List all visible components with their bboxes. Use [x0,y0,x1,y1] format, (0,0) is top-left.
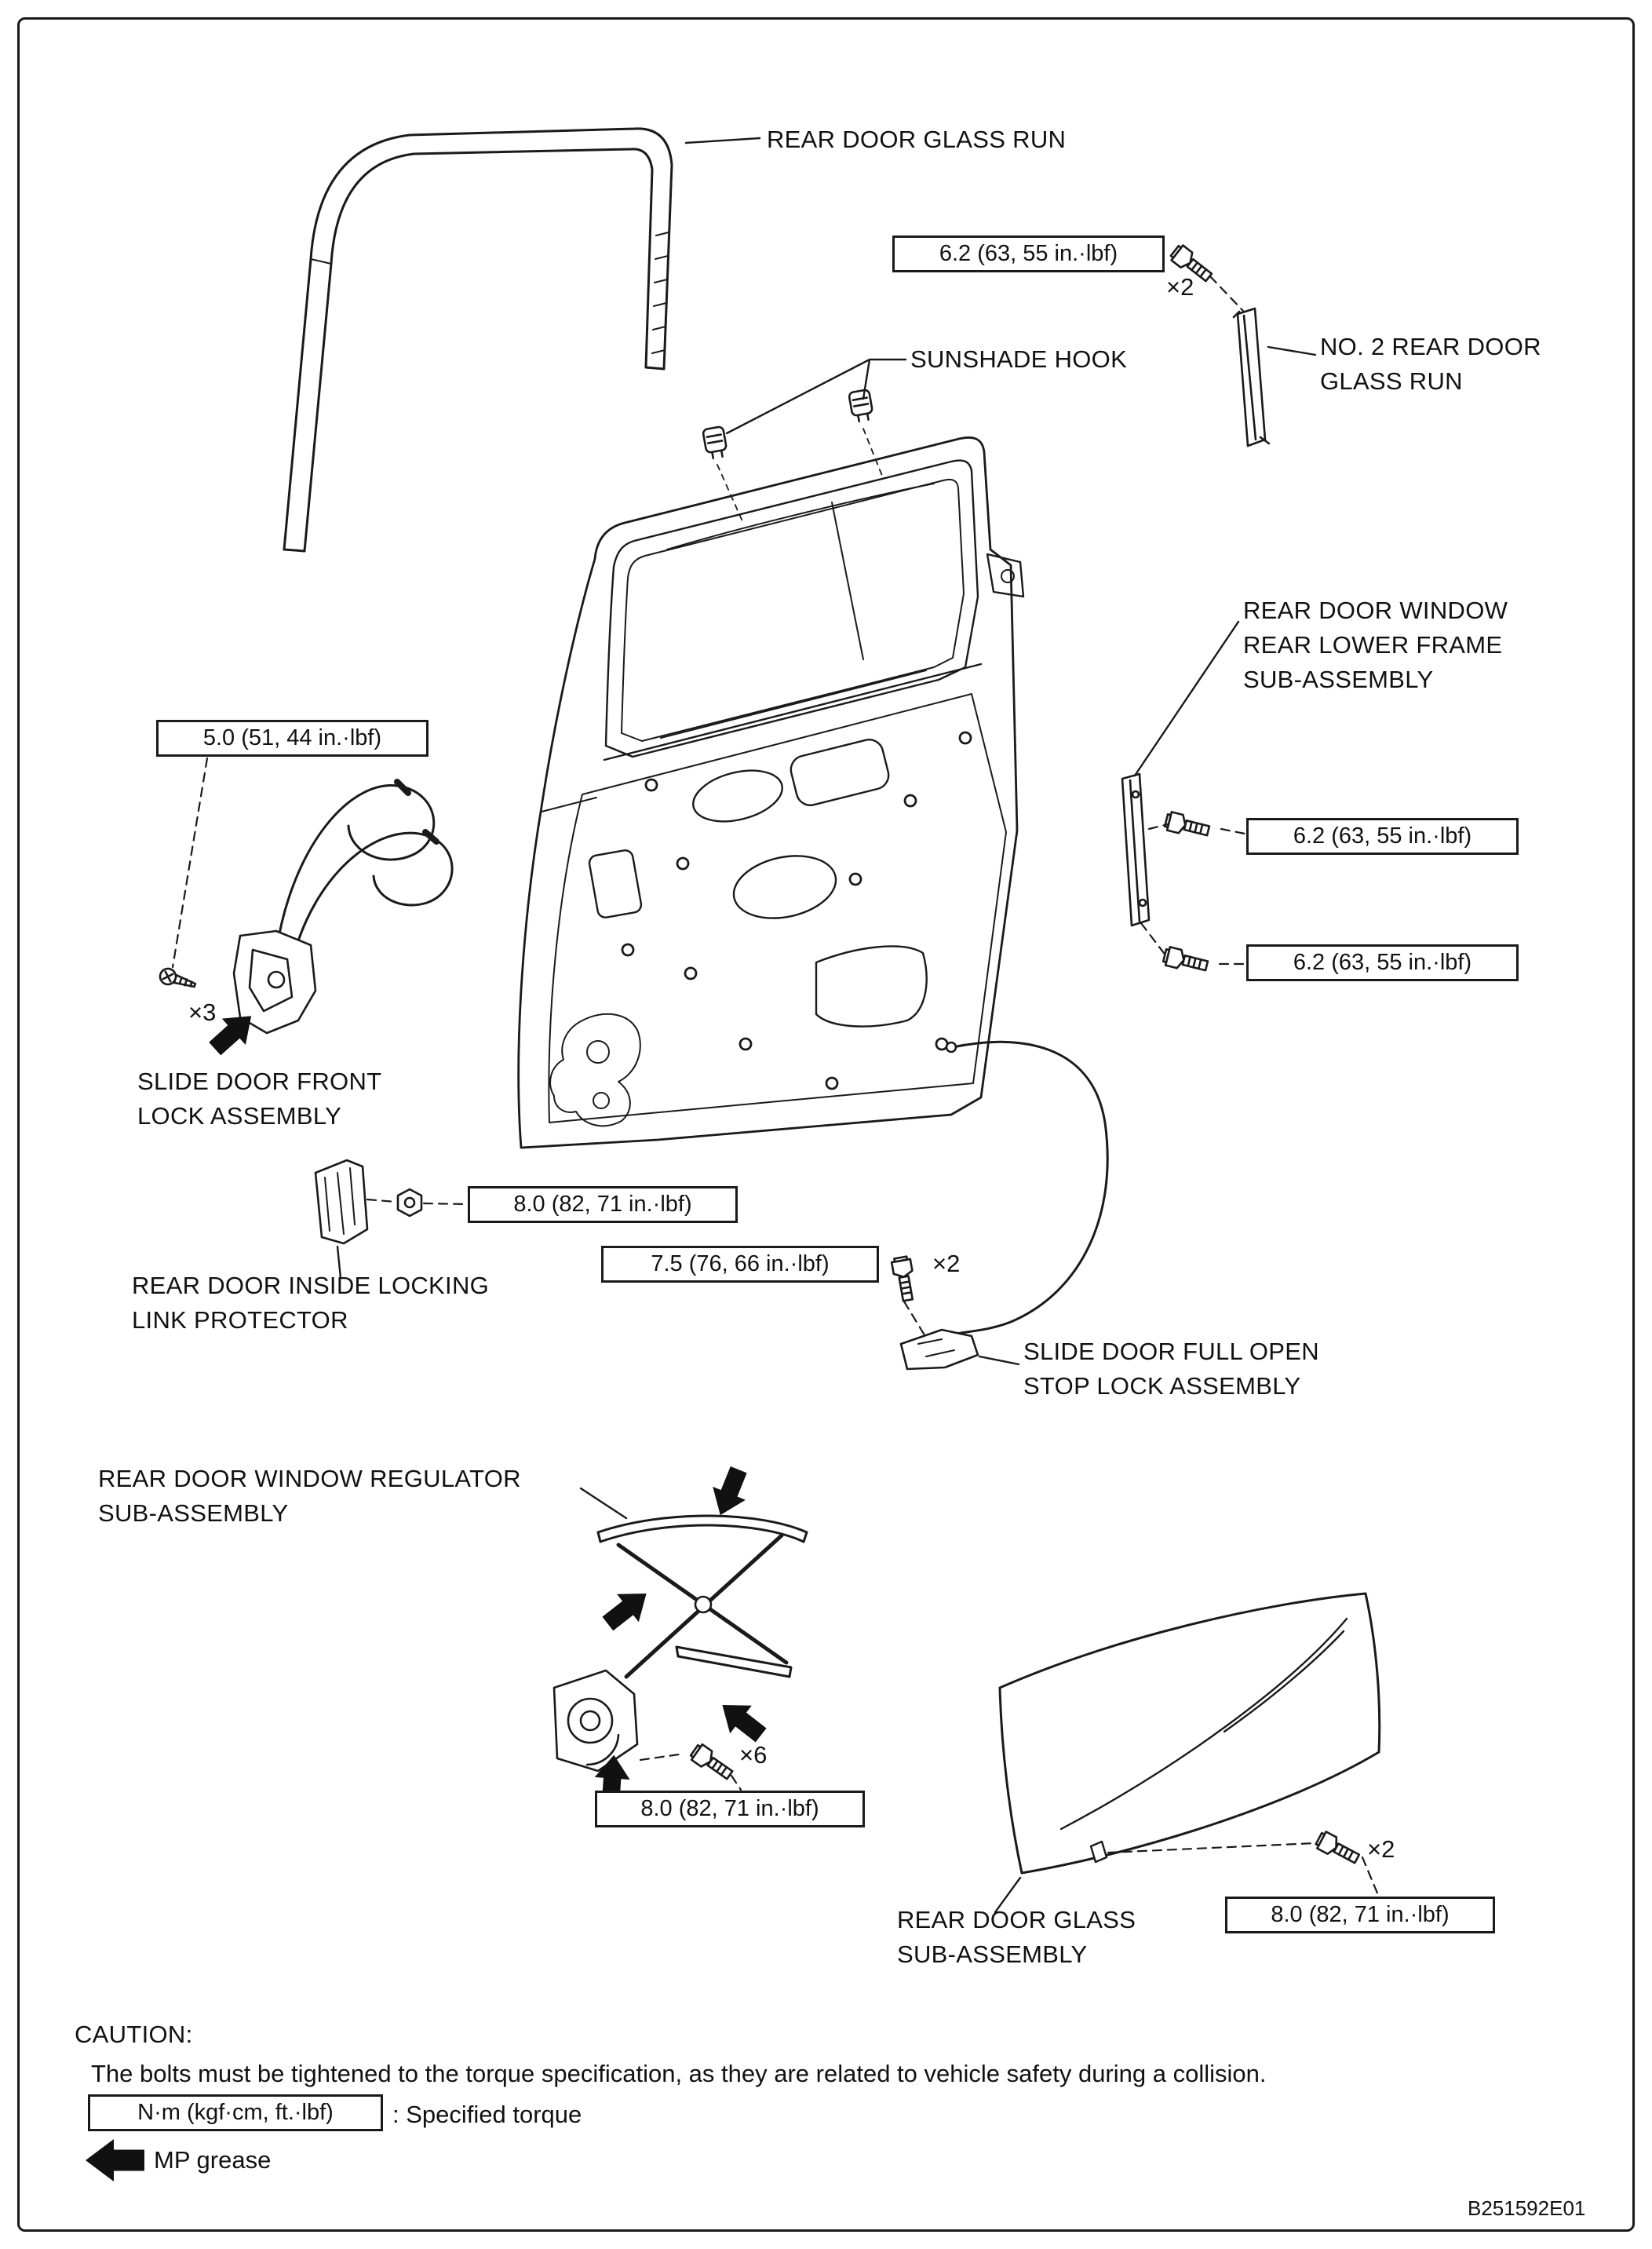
label-front-lock: SLIDE DOOR FRONT LOCK ASSEMBLY [137,1064,381,1134]
torque-box-glass: 8.0 (82, 71 in.·lbf) [1225,1897,1495,1933]
caution-heading: CAUTION: [75,2021,193,2048]
label-rear-door-glass-run: REAR DOOR GLASS RUN [767,122,1066,157]
protector-drawing [314,1159,369,1245]
label-line: SUB-ASSEMBLY [897,1940,1088,1968]
label-line: REAR DOOR GLASS [897,1906,1136,1933]
label-line: REAR DOOR WINDOW [1243,597,1508,624]
front-lock-drawing [232,779,454,1035]
torque-value: 6.2 (63, 55 in.·lbf) [1293,950,1472,975]
qty-front-lock: ×3 [188,999,217,1026]
no2-glass-run-drawing [1232,307,1271,447]
rear-door-glass-run-drawing [283,127,673,553]
hook-mount-dashes [717,428,883,522]
glass-drawing [998,1592,1381,1875]
torque-box-protector-nut: 8.0 (82, 71 in.·lbf) [468,1186,738,1223]
bolt-icon [1162,810,1212,842]
label-line: SLIDE DOOR FULL OPEN [1023,1338,1319,1365]
torque-box-front-lock: 5.0 (51, 44 in.·lbf) [156,720,428,757]
bolt-icon [1161,945,1210,977]
torque-value: 6.2 (63, 55 in.·lbf) [1293,823,1472,849]
label-locking-link-protector: REAR DOOR INSIDE LOCKING LINK PROTECTOR [132,1269,489,1338]
mp-grease-legend-arrow-icon [86,2139,144,2181]
torque-legend-units: N·m (kgf·cm, ft.·lbf) [137,2100,334,2125]
label-line: SUB-ASSEMBLY [1243,666,1434,693]
leader-lines [336,137,1317,1914]
torque-value: 8.0 (82, 71 in.·lbf) [513,1192,692,1217]
torque-box-full-open-stop: 7.5 (76, 66 in.·lbf) [601,1246,879,1283]
label-line: REAR LOWER FRAME [1243,631,1503,659]
mp-grease-label: MP grease [154,2146,272,2174]
torque-legend-box: N·m (kgf·cm, ft.·lbf) [88,2094,383,2131]
torque-box-lower-frame-lower: 6.2 (63, 55 in.·lbf) [1246,944,1519,981]
label-line: REAR DOOR WINDOW REGULATOR [98,1465,521,1492]
torque-value: 6.2 (63, 55 in.·lbf) [939,241,1118,266]
label-line: REAR DOOR INSIDE LOCKING [132,1272,490,1299]
door-panel-drawing [517,436,1025,1149]
drawing-code: B251592E01 [1468,2196,1586,2220]
label-line: SUB-ASSEMBLY [98,1499,289,1527]
caution-body: The bolts must be tightened to the torqu… [91,2060,1267,2087]
label-no2-rear-door-glass-run: NO. 2 REAR DOOR GLASS RUN [1320,330,1541,399]
nut-icon [396,1188,423,1218]
torque-legend-suffix: : Specified torque [392,2101,582,2128]
torque-box-lower-frame-upper: 6.2 (63, 55 in.·lbf) [1246,818,1519,855]
screw-icon [157,966,199,994]
label-line: LINK PROTECTOR [132,1306,348,1334]
torque-value: 8.0 (82, 71 in.·lbf) [1271,1902,1450,1927]
torque-value: 7.5 (76, 66 in.·lbf) [651,1251,830,1276]
label-window-regulator: REAR DOOR WINDOW REGULATOR SUB-ASSEMBLY [98,1462,521,1531]
regulator-drawing [552,1514,808,1773]
torque-value: 5.0 (51, 44 in.·lbf) [202,725,382,750]
label-line: SLIDE DOOR FRONT [137,1068,382,1095]
label-full-open-stop-lock: SLIDE DOOR FULL OPEN STOP LOCK ASSEMBLY [1023,1334,1319,1404]
diagram-border [17,17,1635,2232]
label-glass-sub-assembly: REAR DOOR GLASS SUB-ASSEMBLY [897,1903,1136,1972]
label-line: REAR DOOR GLASS RUN [767,126,1067,153]
torque-value: 8.0 (82, 71 in.·lbf) [640,1796,819,1821]
qty-regulator: ×6 [739,1741,768,1769]
torque-box-regulator: 8.0 (82, 71 in.·lbf) [595,1791,865,1827]
label-sunshade-hook: SUNSHADE HOOK [910,342,1127,377]
sunshade-hook-clip-icon [701,388,875,461]
torque-box-glass-run-no2: 6.2 (63, 55 in.·lbf) [892,235,1165,272]
label-line: NO. 2 REAR DOOR [1320,333,1541,360]
label-line: STOP LOCK ASSEMBLY [1023,1372,1301,1400]
qty-glass: ×2 [1367,1835,1395,1863]
qty-full-open-stop: ×2 [932,1250,961,1277]
label-line: GLASS RUN [1320,367,1463,395]
lower-frame-drawing [1121,772,1151,927]
bolt-icon [1313,1829,1362,1868]
full-open-stop-lock-drawing [899,1040,1109,1371]
label-line: LOCK ASSEMBLY [137,1102,342,1130]
qty-glass-run-no2: ×2 [1166,273,1194,301]
bolt-icon [890,1254,918,1303]
label-line: SUNSHADE HOOK [910,345,1128,373]
label-rear-lower-frame: REAR DOOR WINDOW REAR LOWER FRAME SUB-AS… [1243,593,1508,697]
bolt-icon [687,1741,736,1784]
dashed-leader-lines [171,275,1380,1897]
